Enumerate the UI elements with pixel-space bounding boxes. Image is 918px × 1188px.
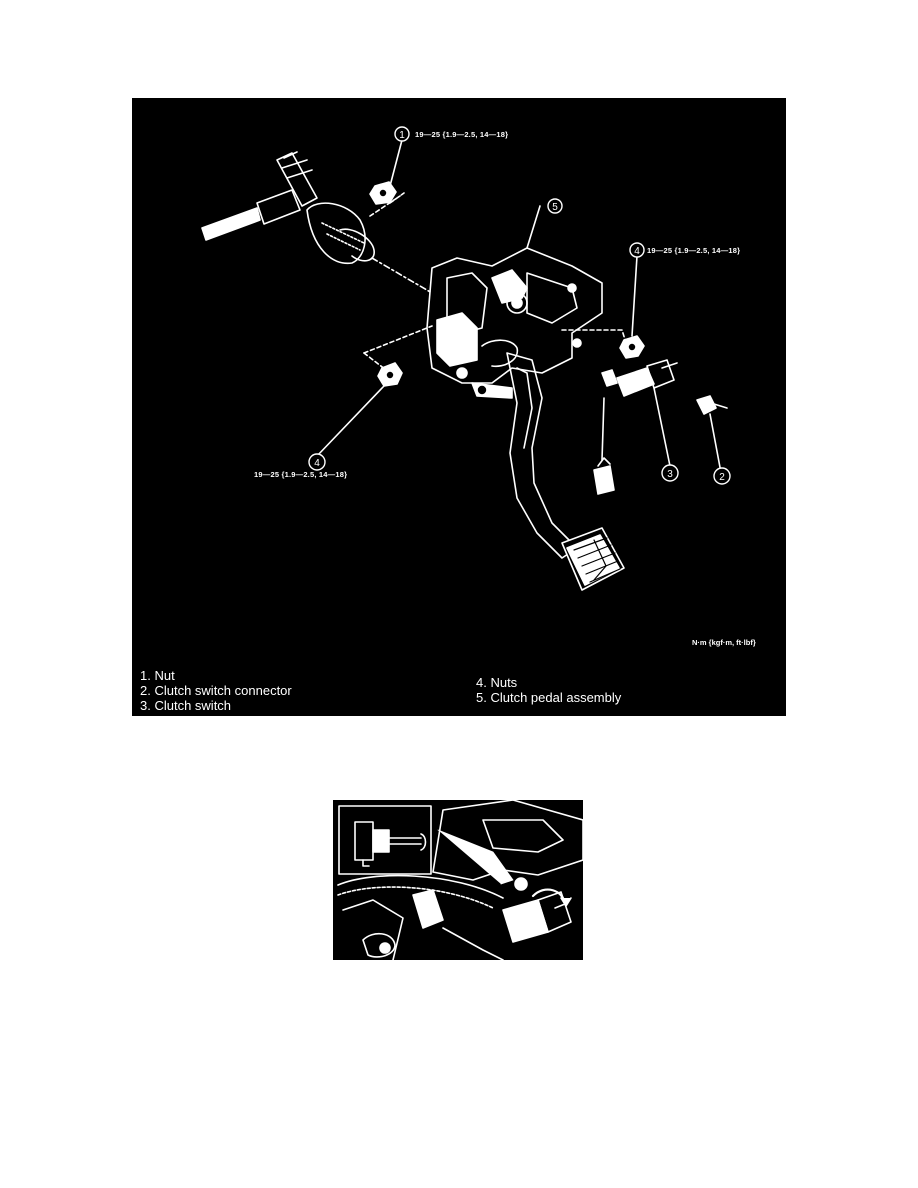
clutch-switch-connector xyxy=(696,395,728,415)
legend-item-3: 3. Clutch switch xyxy=(140,698,232,713)
exploded-view-drawing: 1 5 4 4 3 2 xyxy=(201,126,731,591)
clutch-switch-detail-figure xyxy=(333,800,583,960)
torque-spec-right: 19—25 {1.9—2.5, 14—18} xyxy=(647,246,741,255)
torque-unit-label: N·m {kgf·m, ft·lbf} xyxy=(692,638,756,647)
detail-drawing xyxy=(337,800,583,960)
clutch-pedal-exploded-figure: 1 5 4 4 3 2 19—25 {1.9—2.5, 14—18} 19—25… xyxy=(132,98,786,716)
callout-4-left: 4 xyxy=(314,458,320,469)
detail-rod xyxy=(337,874,504,899)
legend-item-4: 4. Nuts xyxy=(476,675,518,690)
callout-1: 1 xyxy=(399,130,405,141)
grease-tube xyxy=(593,397,615,495)
legend-left: 1. Nut 2. Clutch switch connector 3. Clu… xyxy=(140,668,292,713)
pedal-pad xyxy=(561,527,625,591)
detail-clutch-switch xyxy=(502,877,572,943)
legend-item-2: 2. Clutch switch connector xyxy=(140,683,292,698)
detail-inset-box xyxy=(338,805,432,875)
torque-spec-left: 19—25 {1.9—2.5, 14—18} xyxy=(254,470,348,479)
master-cylinder-rod xyxy=(201,151,375,265)
nut-1 xyxy=(369,181,397,205)
nut-4-left xyxy=(377,362,403,387)
axis-line-rod xyxy=(371,257,433,294)
clutch-switch xyxy=(601,359,678,397)
legend-item-1: 1. Nut xyxy=(140,668,175,683)
callout-3: 3 xyxy=(667,469,673,480)
clutch-pedal-arm xyxy=(471,352,578,559)
inset-switch xyxy=(354,821,427,867)
callout-5: 5 xyxy=(552,202,558,213)
callout-2: 2 xyxy=(719,472,725,483)
torque-spec-top: 19—25 {1.9—2.5, 14—18} xyxy=(415,130,509,139)
legend-item-5: 5. Clutch pedal assembly xyxy=(476,690,622,705)
detail-bracket xyxy=(432,800,583,881)
nut-4-right xyxy=(619,335,645,359)
clutch-pedal-bracket xyxy=(426,247,603,384)
legend-right: 4. Nuts 5. Clutch pedal assembly xyxy=(476,675,621,705)
callout-4-right: 4 xyxy=(634,246,640,257)
